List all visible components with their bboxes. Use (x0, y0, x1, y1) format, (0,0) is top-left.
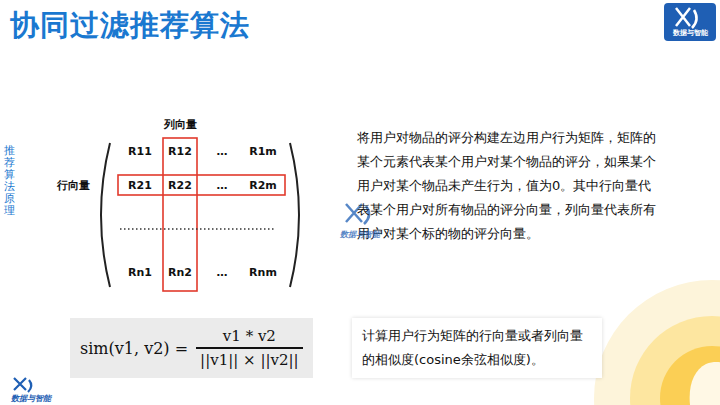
formula-numerator: v1 * v2 (219, 327, 280, 347)
logo-icon (676, 8, 697, 28)
matrix-bracket (101, 143, 110, 287)
logo-badge (664, 3, 716, 41)
note-text: 计算用户行为矩阵的行向量或者列向量的相似度(cosine余弦相似度)。 (362, 324, 592, 372)
matrix-cell: … (217, 266, 228, 279)
matrix-cell: Rnm (249, 266, 277, 279)
matrix-cell: R1m (249, 145, 277, 158)
formula-denominator: ||v1|| × ||v2|| (196, 349, 303, 369)
deco-circle (594, 280, 720, 405)
axis-label: 列向量 (164, 117, 197, 132)
matrix-cell: R22 (168, 179, 192, 192)
fraction-bar (196, 347, 303, 348)
formula-left: sim(v1, v2) = (80, 339, 188, 358)
deco-circle (630, 316, 720, 405)
matrix-cell: R21 (128, 179, 152, 192)
axis-label: 行向量 (57, 178, 90, 193)
matrix-cell: R12 (168, 145, 192, 158)
section-label-vertical: 推荐算法原理 (4, 145, 15, 218)
description-text: 将用户对物品的评分构建左边用户行为矩阵，矩阵的某个元素代表某个用户对某个物品的评… (357, 126, 657, 246)
note-box: 计算用户行为矩阵的行向量或者列向量的相似度(cosine余弦相似度)。 (352, 318, 602, 378)
matrix-cell: … (217, 145, 228, 158)
watermark-text: 数据与智能 (340, 229, 380, 240)
slide-title: 协同过滤推荐算法 (10, 6, 250, 46)
dotted-row (120, 228, 276, 230)
formula-box: sim(v1, v2) = v1 * v2||v1|| × ||v2|| (70, 318, 313, 378)
logo-text: 数据与智能 (673, 28, 708, 38)
deco-circle (660, 346, 720, 405)
logo-icon (14, 378, 31, 392)
row-highlight (118, 175, 285, 195)
matrix-cell: R11 (128, 145, 152, 158)
matrix-cell: Rn2 (168, 266, 192, 279)
matrix-bracket (290, 143, 299, 287)
logo-text: 数据与智能 (11, 393, 51, 404)
matrix-cell: R2m (249, 179, 277, 192)
fraction: v1 * v2||v1|| × ||v2|| (196, 327, 303, 368)
head-icon (690, 362, 720, 405)
matrix-cell: … (217, 179, 228, 192)
matrix-cell: Rn1 (128, 266, 152, 279)
column-highlight (163, 138, 197, 291)
